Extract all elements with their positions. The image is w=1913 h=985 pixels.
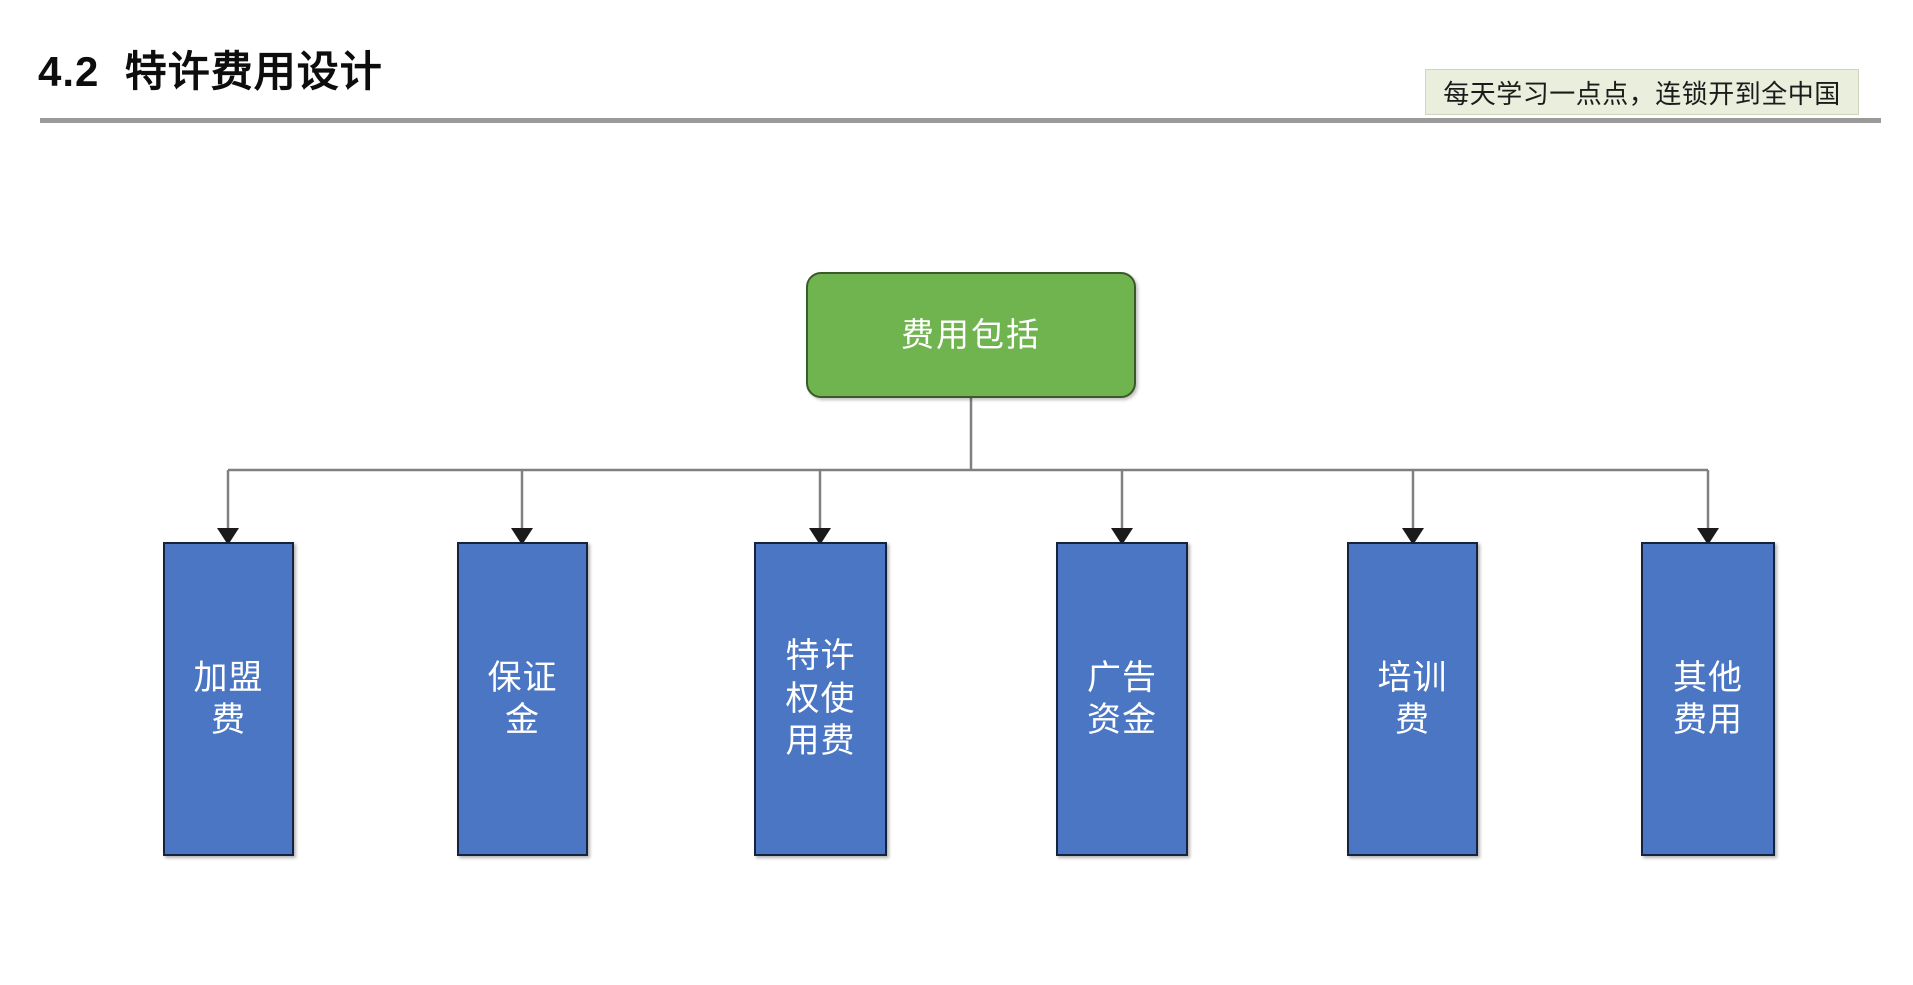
node-franchise-fee[interactable]: 加盟 费 [163,542,294,856]
node-label: 培训 费 [1377,658,1448,740]
root-node-label: 费用包括 [901,316,1041,354]
node-training-fee[interactable]: 培训 费 [1347,542,1478,856]
node-label: 加盟 费 [193,658,264,740]
node-label: 其他 费用 [1673,658,1743,740]
root-node-fee-includes[interactable]: 费用包括 [806,272,1136,398]
node-other-fees[interactable]: 其他 费用 [1641,542,1775,856]
tagline-badge: 每天学习一点点，连锁开到全中国 [1425,69,1859,115]
header-divider [40,118,1881,123]
node-deposit[interactable]: 保证 金 [457,542,588,856]
node-label: 保证 金 [487,658,558,740]
tagline-text: 每天学习一点点，连锁开到全中国 [1443,78,1841,109]
node-advertising-fund[interactable]: 广告 资金 [1056,542,1188,856]
page-title: 4.2 特许费用设计 [38,48,383,95]
node-label: 特许 权使 用费 [785,637,856,761]
node-label: 广告 资金 [1087,658,1157,740]
slide-header: 4.2 特许费用设计 每天学习一点点，连锁开到全中国 [0,0,1913,130]
node-royalty-fee[interactable]: 特许 权使 用费 [754,542,887,856]
